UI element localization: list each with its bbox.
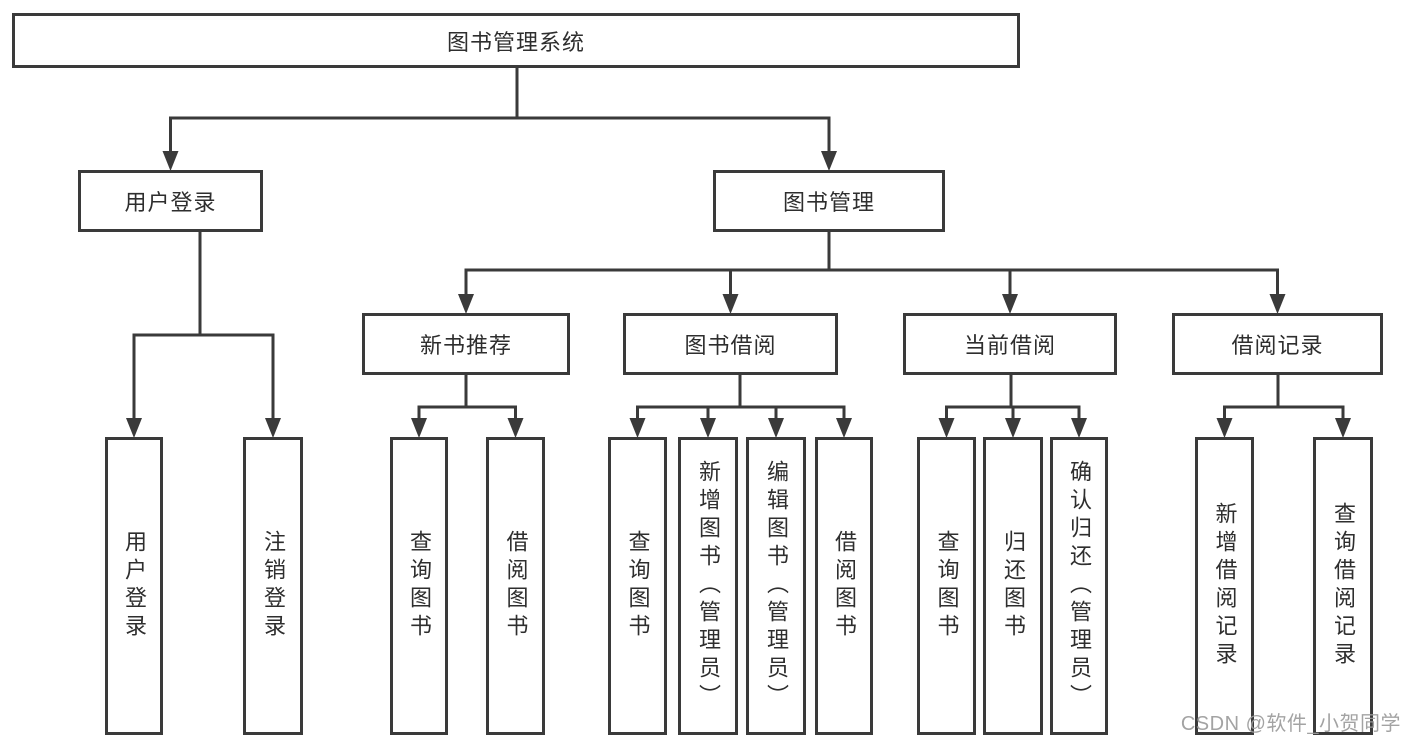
node-label: 图书管理系统 — [446, 29, 585, 55]
node-label: 借阅图书 — [503, 530, 529, 642]
arrowhead-down-icon — [458, 294, 474, 314]
node-leaf-recommend-query-book: 查询图书 — [390, 437, 448, 735]
arrowhead-down-icon — [1335, 418, 1351, 438]
arrowhead-down-icon — [629, 418, 646, 438]
node-book-management: 图书管理 — [713, 170, 945, 232]
node-leaf-borrow-query-book: 查询图书 — [608, 437, 667, 735]
arrowhead-down-icon — [938, 418, 955, 438]
node-label: 新增图书（管理员） — [696, 460, 721, 712]
arrowhead-down-icon — [507, 418, 524, 438]
node-library-system: 图书管理系统 — [12, 13, 1020, 68]
arrowhead-down-icon — [700, 418, 716, 438]
arrowhead-down-icon — [162, 151, 179, 171]
arrowhead-down-icon — [821, 151, 837, 171]
node-new-book-recommend: 新书推荐 — [362, 313, 570, 375]
node-label: 借阅记录 — [1231, 333, 1324, 358]
node-label: 新增借阅记录 — [1212, 502, 1238, 670]
node-current-borrow: 当前借阅 — [903, 313, 1117, 375]
arrowhead-down-icon — [411, 418, 427, 438]
node-leaf-records-query-record: 查询借阅记录 — [1313, 437, 1373, 735]
node-leaf-borrow-add-book-admin: 新增图书（管理员） — [678, 437, 738, 735]
node-label: 图书管理 — [782, 190, 875, 215]
node-label: 确认归还（管理员） — [1067, 460, 1092, 712]
arrowhead-down-icon — [768, 418, 784, 438]
arrowhead-down-icon — [1216, 418, 1233, 438]
node-label: 新书推荐 — [419, 333, 512, 358]
node-book-borrow: 图书借阅 — [623, 313, 838, 375]
node-leaf-current-return-book: 归还图书 — [983, 437, 1043, 735]
node-label: 编辑图书（管理员） — [764, 460, 789, 712]
arrowhead-down-icon — [1005, 418, 1021, 438]
node-label: 图书借阅 — [684, 333, 777, 358]
arrowhead-down-icon — [1269, 294, 1286, 314]
node-leaf-records-add-record: 新增借阅记录 — [1195, 437, 1254, 735]
node-leaf-logout: 注销登录 — [243, 437, 303, 735]
arrowhead-down-icon — [722, 294, 739, 314]
node-label: 查询借阅记录 — [1331, 502, 1356, 670]
node-leaf-user-login: 用户登录 — [105, 437, 163, 735]
arrowhead-down-icon — [265, 418, 281, 438]
node-leaf-recommend-borrow-book: 借阅图书 — [486, 437, 545, 735]
node-label: 查询图书 — [625, 530, 651, 642]
node-label: 查询图书 — [407, 530, 432, 642]
node-label: 查询图书 — [934, 530, 960, 642]
node-label: 借阅图书 — [832, 530, 857, 642]
node-borrow-records: 借阅记录 — [1172, 313, 1383, 375]
node-leaf-current-confirm-return-admin: 确认归还（管理员） — [1050, 437, 1108, 735]
node-label: 归还图书 — [1001, 530, 1026, 642]
node-user-login: 用户登录 — [78, 170, 263, 232]
node-leaf-current-query-book: 查询图书 — [917, 437, 976, 735]
arrowhead-down-icon — [1002, 294, 1018, 314]
node-leaf-borrow-edit-book-admin: 编辑图书（管理员） — [746, 437, 806, 735]
node-label: 注销登录 — [261, 530, 286, 642]
node-leaf-borrow-borrow-book: 借阅图书 — [815, 437, 873, 735]
node-label: 用户登录 — [122, 530, 147, 642]
arrowhead-down-icon — [1071, 418, 1087, 438]
arrowhead-down-icon — [126, 418, 142, 438]
node-label: 当前借阅 — [963, 333, 1056, 358]
node-label: 用户登录 — [124, 190, 217, 215]
arrowhead-down-icon — [836, 418, 852, 438]
